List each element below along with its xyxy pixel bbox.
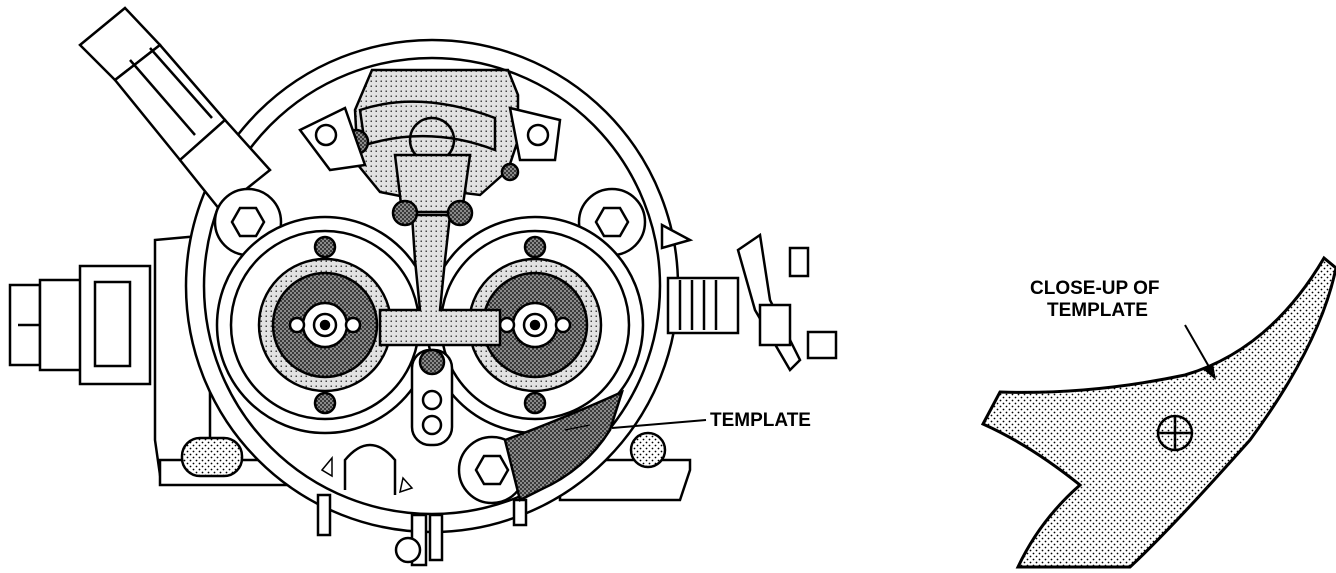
left-connector bbox=[8, 264, 152, 386]
template-label: TEMPLATE bbox=[710, 410, 811, 431]
right-throttle-bore bbox=[425, 215, 645, 435]
closeup-arrow bbox=[1184, 324, 1213, 373]
center-bracket bbox=[378, 213, 502, 347]
upper-left-connector bbox=[78, 6, 272, 212]
template-closeup-shape bbox=[980, 255, 1336, 569]
throttle-body-assembly bbox=[8, 6, 838, 567]
alignment-mark-right bbox=[398, 476, 414, 494]
left-port bbox=[180, 436, 244, 478]
right-port bbox=[629, 431, 667, 469]
lower-link bbox=[410, 348, 454, 447]
left-throttle-bore bbox=[215, 215, 435, 435]
template-on-housing bbox=[503, 389, 625, 502]
closeup-label-line1: CLOSE-UP OF bbox=[1030, 278, 1160, 299]
base-notch bbox=[343, 443, 397, 495]
closeup-label-line2: TEMPLATE bbox=[1047, 300, 1148, 321]
closeup-arrowhead bbox=[1204, 364, 1216, 380]
throttle-linkage bbox=[660, 222, 838, 373]
template-closeup bbox=[980, 255, 1336, 569]
throttle-position-sensor bbox=[298, 68, 562, 227]
template-leader-line bbox=[611, 419, 707, 429]
crosshair-icon bbox=[1156, 414, 1194, 452]
alignment-mark-left bbox=[320, 455, 333, 478]
